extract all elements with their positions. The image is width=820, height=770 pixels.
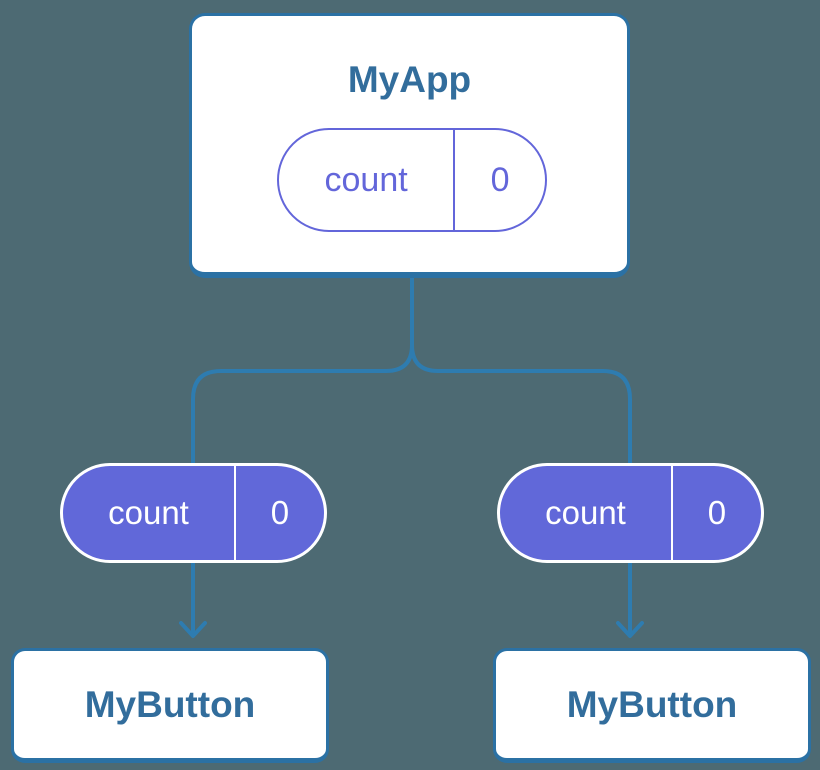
state-pill-right-child: count 0 (497, 463, 764, 563)
node-mybutton-right: MyButton (493, 648, 811, 763)
state-value: 0 (270, 494, 290, 531)
connector-right-branch (410, 275, 632, 636)
node-myapp-title: MyApp (347, 59, 472, 100)
arrowhead-left-icon (179, 621, 207, 638)
state-value: 0 (490, 160, 510, 199)
connector-left-branch (191, 275, 414, 636)
state-name: count (63, 466, 236, 560)
node-mybutton-left: MyButton (11, 648, 329, 763)
state-name: count (500, 466, 673, 560)
state-pill-left-child: count 0 (60, 463, 327, 563)
state-name: count (279, 130, 456, 230)
arrowhead-right-icon (616, 621, 644, 638)
state-value: 0 (707, 494, 727, 531)
state-pill-root: count 0 (277, 128, 547, 232)
